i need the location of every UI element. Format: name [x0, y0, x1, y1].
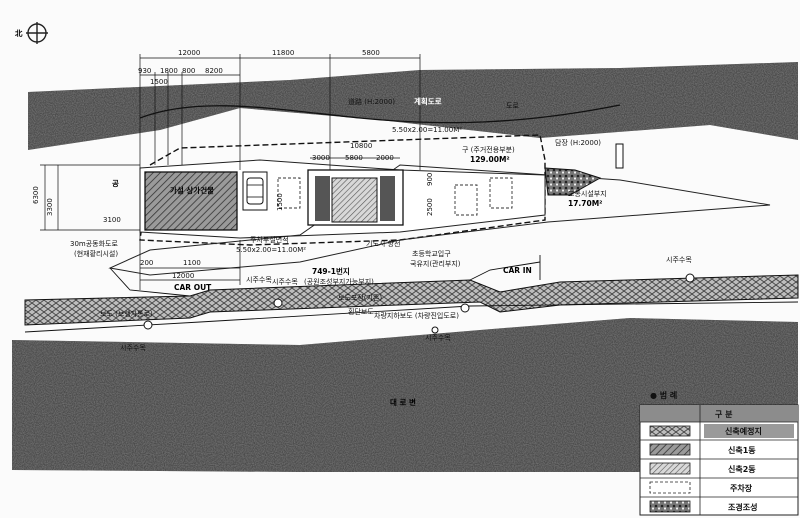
- fence-post: [615, 143, 624, 169]
- dim-right-2: 900: [426, 173, 434, 186]
- legend-item-3: 신축2동: [728, 464, 756, 474]
- label-planned-road: 계획도로: [414, 96, 442, 106]
- label-road-top-right: 도로: [506, 102, 519, 110]
- top-dark-area: [28, 62, 798, 150]
- dim-top-7: 800: [182, 67, 195, 75]
- label-car-out: CAR OUT: [174, 283, 212, 292]
- legend-swatch-3: [649, 462, 691, 475]
- main-building-core: [331, 177, 378, 223]
- legend-title: ● 범 례: [650, 390, 677, 400]
- parking-stalls: [277, 177, 513, 216]
- dim-top-6: 1500: [150, 78, 168, 86]
- parked-car-icon: [242, 171, 268, 211]
- sidewalk-paving: [24, 274, 799, 326]
- label-top-road: 道路 (H:2000): [348, 97, 395, 106]
- label-school: 초등학교입구: [412, 249, 451, 258]
- legend-swatch-4: [649, 481, 691, 494]
- label-left-road-sub: (현재황리시설): [74, 249, 118, 258]
- dim-top-3: 5800: [362, 49, 380, 57]
- legend-swatch-1: [649, 425, 691, 437]
- label-site-left: 공: [112, 179, 119, 188]
- label-parking-dim-top: 5.50x2.00=11.00M²: [392, 126, 462, 134]
- label-area-right: 17.70M²: [568, 199, 602, 208]
- dimension-lines-bottom: [139, 232, 241, 290]
- label-sidewalk-2: 차량지하보도 (차량진입도로): [374, 311, 459, 320]
- legend: ● 범 례 구 분 신축예정지 신축1동 신축2동 주차장 조경조성: [639, 390, 799, 516]
- dim-top-8: 8200: [205, 67, 223, 75]
- dim-left-3: 3100: [103, 216, 121, 224]
- north-mark-text: 北: [15, 28, 23, 38]
- legend-header: 구 분: [715, 410, 733, 419]
- dimension-lines-top: [139, 54, 421, 170]
- label-parking-dim-bottom: 5.50x2.00=11.00M²: [236, 246, 306, 254]
- dim-top-2: 11800: [272, 49, 294, 57]
- label-fence-right: 담장 (H:2000): [555, 138, 601, 147]
- label-lot: 구 (주거전용부분): [462, 145, 515, 154]
- label-left-road: 30m공동화도로: [70, 240, 118, 248]
- label-parking-area: 주차부설면적: [250, 235, 289, 244]
- dim-bottom-1: 1100: [183, 259, 201, 267]
- dim-inner-4: 2000: [376, 154, 394, 162]
- landscaping-area: [544, 167, 602, 196]
- north-arrow-icon: 北: [15, 22, 48, 44]
- dim-top-1: 12000: [178, 49, 200, 57]
- main-building-wing-right: [380, 176, 395, 221]
- bottom-dark-area: [12, 318, 798, 472]
- dim-inner-3: 5800: [345, 154, 363, 162]
- dim-top-4: 930: [138, 67, 151, 75]
- label-tree-3: 시주수목: [120, 344, 146, 352]
- label-car-in: CAR IN: [503, 266, 532, 275]
- tree-icon: [143, 273, 695, 334]
- label-tree-4: 시주수목: [425, 334, 451, 342]
- legend-swatch-2: [649, 443, 691, 456]
- label-tree-2: 시주수목: [666, 256, 692, 264]
- dim-right-1: 2500: [426, 198, 434, 216]
- legend-item-1: 신축예정지: [725, 426, 762, 436]
- main-building-wing-left: [315, 176, 330, 221]
- label-entrance: 교통시설부지: [568, 189, 607, 198]
- label-crossing: 횡단보도: [348, 307, 374, 316]
- dim-top-5: 1800: [160, 67, 178, 75]
- legend-item-5: 조경조성: [728, 502, 757, 512]
- label-sidewalk-1: 보도포장(기존): [338, 293, 382, 302]
- label-lot-area: 129.00M²: [470, 155, 510, 164]
- dim-bottom-3: 12000: [172, 272, 194, 280]
- label-school-sub: 국유지(관리부지): [410, 259, 461, 268]
- dim-inner-2: 3000: [312, 154, 330, 162]
- dim-left-2: 3300: [46, 198, 54, 216]
- label-tree-1: 시주수목: [272, 278, 298, 286]
- label-sidewalk-left: 보도 (보행자통로): [100, 309, 153, 318]
- label-fence-mid: 기노시 향선: [366, 239, 400, 248]
- legend-swatch-5: [649, 500, 691, 513]
- label-lot-number: 749-1번지: [312, 266, 350, 276]
- car-out-lane: [109, 267, 191, 297]
- dim-inner-1: 10800: [350, 142, 372, 150]
- label-tree-5: 시주수목: [246, 276, 272, 284]
- small-building: [144, 171, 238, 231]
- label-bottom-road: 대 로 변: [390, 397, 416, 407]
- car-in-lane: [469, 261, 541, 281]
- road-edge-line: [24, 301, 799, 333]
- dim-bottom-2: 200: [140, 259, 153, 267]
- dim-right-3: 1500: [276, 193, 284, 211]
- access-ramp-outline: [108, 164, 771, 276]
- dimension-lines-left: [40, 164, 140, 231]
- legend-item-4: 주차장: [730, 483, 753, 493]
- dim-left-1: 6300: [32, 186, 40, 204]
- legend-item-2: 신축1동: [728, 445, 756, 455]
- small-building-label: 가설 상가건물: [170, 185, 214, 195]
- label-lot-use: (공원조성부지가능부지): [304, 277, 374, 286]
